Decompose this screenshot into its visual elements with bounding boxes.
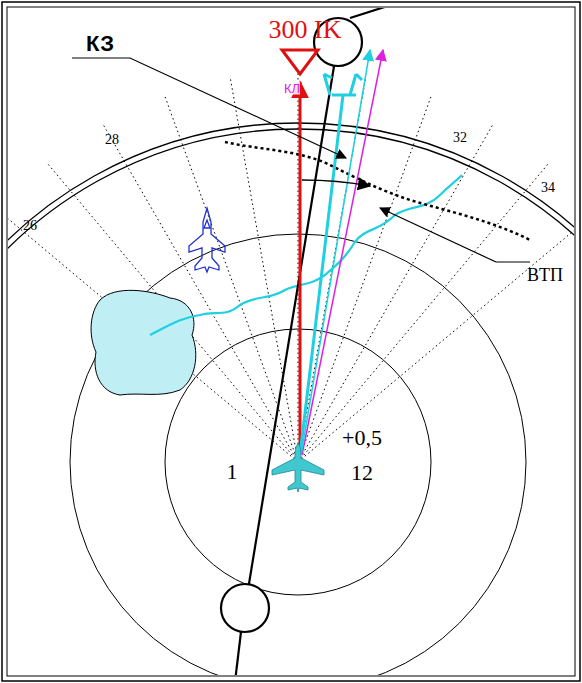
bearing-line (298, 72, 299, 462)
bearing-mark: 32 (453, 131, 467, 145)
range-ring (165, 329, 431, 595)
drift-angle-arrow (302, 180, 370, 186)
scan-arc (8, 129, 574, 305)
track-line (234, 632, 241, 675)
track-line (245, 42, 338, 608)
track-marker (324, 74, 362, 95)
leader-line (496, 261, 530, 262)
fighter-symbol (189, 208, 225, 272)
waypoint-circle (221, 584, 269, 632)
range-scale: 1 (227, 461, 238, 483)
bearing-line (298, 211, 574, 462)
gain-value: 12 (351, 462, 373, 484)
bearing-line (298, 163, 549, 462)
bearing-lines (8, 72, 574, 462)
leader-line (72, 58, 346, 158)
range-ring (70, 234, 526, 675)
bearing-mark: 26 (23, 219, 37, 233)
bearing-mark: 34 (541, 181, 555, 195)
leader-line (380, 208, 496, 262)
own-aircraft (272, 444, 324, 492)
track-line (350, 8, 438, 18)
heading-marker (282, 50, 318, 74)
heading-value: 300 IK (269, 17, 342, 43)
bearing-line (230, 78, 298, 462)
angle-label: КЗ (86, 33, 114, 55)
track-arrow (301, 50, 370, 455)
bearing-line (8, 211, 298, 462)
scan-arc (8, 123, 574, 301)
bearing-line (298, 124, 493, 462)
course-label: КЛ (284, 82, 300, 95)
ground-track (300, 95, 343, 455)
storm-cloud (91, 290, 196, 395)
inner-frame (7, 7, 575, 676)
front-boundary (225, 142, 530, 240)
bearing-mark: 28 (105, 133, 119, 147)
heading-line (299, 82, 302, 455)
tilt-value: +0,5 (342, 427, 382, 449)
callout-label: ВТП (527, 266, 563, 284)
jet-stream-line (150, 175, 462, 335)
bearing-line (47, 163, 298, 462)
